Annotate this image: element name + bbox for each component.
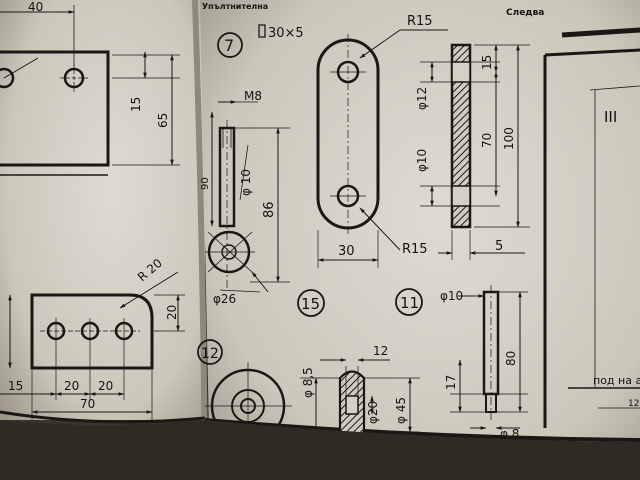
fig7-phi-12: φ12: [415, 87, 429, 110]
fig-m8-rod: [205, 100, 290, 293]
fig-iii-dim-120: 12: [628, 399, 639, 409]
book-gutter: [192, 0, 208, 480]
fig-m8-thread: M8: [244, 89, 262, 103]
fig-iii-caption: под на а: [593, 374, 640, 387]
fig11-dim-80: 80: [504, 351, 518, 366]
fig-m8-dim-90: 90: [200, 177, 211, 190]
fig7-dim-70: 70: [480, 133, 494, 148]
dim-20-side-label: 20: [165, 305, 179, 320]
fig7-strip-front-view: [316, 29, 448, 268]
right-page-bottom-border: [204, 418, 640, 442]
table-surface: [0, 420, 640, 480]
fig7-dim-15: 15: [480, 55, 494, 70]
fig12-dim-12: 12: [373, 344, 388, 358]
fig7-dim-100: 100: [502, 127, 516, 150]
fig7-stock-label: 30×5: [268, 26, 304, 41]
left-page-bottom-edge: [0, 410, 206, 424]
fig12-washer-section-view: [300, 358, 420, 441]
fig15-number-circle: [297, 289, 325, 317]
right-page: [200, 0, 640, 480]
fig7-phi-10: φ10: [415, 149, 429, 172]
dim-15-label: 15: [129, 97, 143, 112]
fig12-phi-45: φ 45: [394, 397, 408, 424]
fig7-number-circle: [217, 32, 243, 58]
fig7-number: 7: [224, 36, 234, 55]
dim-40-label: 40: [28, 0, 43, 14]
left-bottom-part: [0, 271, 185, 420]
fig-m8-dim-86: 86: [262, 201, 277, 218]
dim-70-label: 70: [80, 397, 95, 411]
fig11-number: 11: [400, 294, 419, 312]
dim-15-bottom-label: 15: [8, 379, 23, 393]
fig12-number-circle: [197, 339, 223, 365]
fig11-pin: [450, 285, 528, 430]
fig12-phi-20: φ20: [366, 401, 380, 424]
left-top-part: [0, 5, 180, 176]
fig12-phi-8-5: φ 8,5: [301, 367, 315, 398]
header-left-text: Упълтнителна: [202, 2, 268, 11]
fig7-r15-bottom-label: R15: [402, 242, 428, 257]
fig7-thickness-5: 5: [495, 239, 503, 254]
fig12-number: 12: [201, 346, 219, 362]
fig11-phi-10: φ10: [440, 289, 463, 303]
fig-iii-frame: [543, 27, 640, 428]
fig-iii-roman: III: [604, 108, 617, 126]
fig7-section-symbol: [258, 24, 266, 38]
header-right-text: Следва: [506, 8, 544, 18]
dim-20a-label: 20: [64, 379, 79, 393]
fig-m8-phi-10: φ 10: [239, 169, 253, 196]
fig7-width-label: 30: [338, 244, 355, 259]
fig11-phi-8: φ 8: [500, 427, 519, 441]
fig15-number: 15: [301, 295, 320, 313]
fig7-strip-section-view: [420, 43, 530, 260]
fig11-dim-17: 17: [444, 375, 458, 390]
fig7-r15-top-label: R15: [407, 14, 433, 29]
fig-m8-phi-26: φ26: [213, 292, 236, 306]
dim-20b-label: 20: [98, 379, 113, 393]
dim-65-label: 65: [156, 113, 170, 128]
fig11-number-circle: [395, 288, 423, 316]
